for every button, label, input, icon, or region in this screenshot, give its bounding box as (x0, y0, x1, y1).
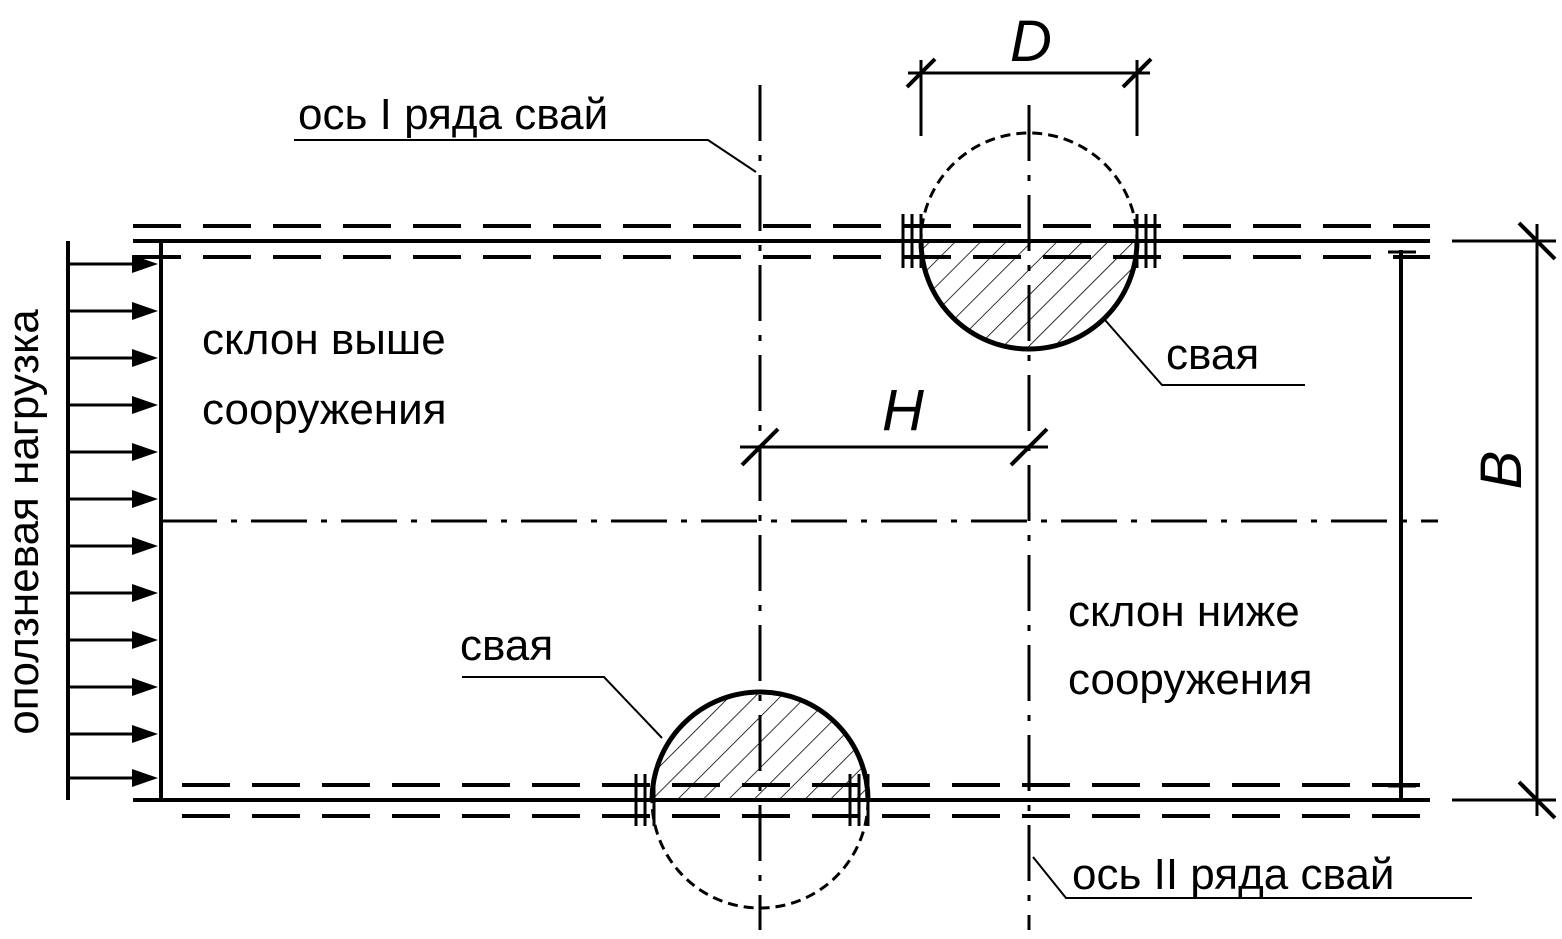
load-arrow-head (132, 584, 158, 602)
load-arrow-head (132, 443, 158, 461)
pile-upper-left-break (901, 214, 923, 268)
dashed-lines (133, 224, 1430, 818)
load-arrow-head (132, 255, 158, 273)
pile-lower (634, 689, 871, 910)
pile-lower-section (652, 692, 868, 800)
axis-row2-label: ось II ряда свай (1072, 850, 1394, 899)
dimension-b-label: B (1469, 451, 1534, 490)
leader-lines (294, 139, 1472, 899)
pile-upper-label: свая (1166, 330, 1259, 379)
axis-row1-label: ось I ряда свай (298, 90, 608, 139)
pile-upper-section (921, 241, 1137, 349)
pile-lower-outline (649, 689, 871, 800)
leader-axis-row2 (1032, 856, 1472, 899)
load-arrows (66, 241, 158, 800)
dimension-d-tick-left (905, 57, 937, 89)
load-label: оползневая нагрузка (0, 309, 48, 735)
pile-upper-right-break (1135, 214, 1157, 268)
leader-axis-row1 (294, 139, 757, 173)
pile-lower-right-break (848, 774, 870, 826)
load-arrow-head (132, 349, 158, 367)
load-arrow-head (132, 396, 158, 414)
leader-pile-lower (462, 676, 663, 739)
leader-pile-upper (1104, 319, 1305, 386)
dimension-h-tick-right (1009, 427, 1049, 467)
upper-slope-label-line1: склон выше (202, 315, 446, 364)
load-arrow-head (132, 490, 158, 508)
load-arrow-head (132, 631, 158, 649)
upper-slope-label-line2: сооружения (202, 385, 447, 434)
dimension-d (905, 57, 1153, 136)
load-arrow-head (132, 537, 158, 555)
dimension-h-label: H (882, 378, 924, 443)
pile-lower-hidden-outline (650, 800, 870, 910)
lower-slope-label-line1: склон ниже (1068, 587, 1300, 636)
load-arrow-head (132, 302, 158, 320)
load-arrow-head (132, 678, 158, 696)
pile-lower-label: свая (460, 621, 553, 670)
center-lines (161, 85, 1438, 930)
dimension-h (740, 427, 1049, 467)
dimension-b (1452, 221, 1557, 820)
dimension-b-tick-bottom (1517, 780, 1557, 820)
load-arrow-head (132, 725, 158, 743)
load-arrow-head (132, 769, 158, 787)
dimension-b-tick-top (1517, 221, 1557, 261)
lower-slope-label-line2: сооружения (1068, 655, 1313, 704)
pile-lower-left-break (634, 774, 656, 826)
pile-upper (901, 131, 1157, 352)
dimension-d-label: D (1010, 9, 1052, 74)
dimension-h-tick-left (740, 427, 780, 467)
dimension-d-tick-right (1121, 57, 1153, 89)
